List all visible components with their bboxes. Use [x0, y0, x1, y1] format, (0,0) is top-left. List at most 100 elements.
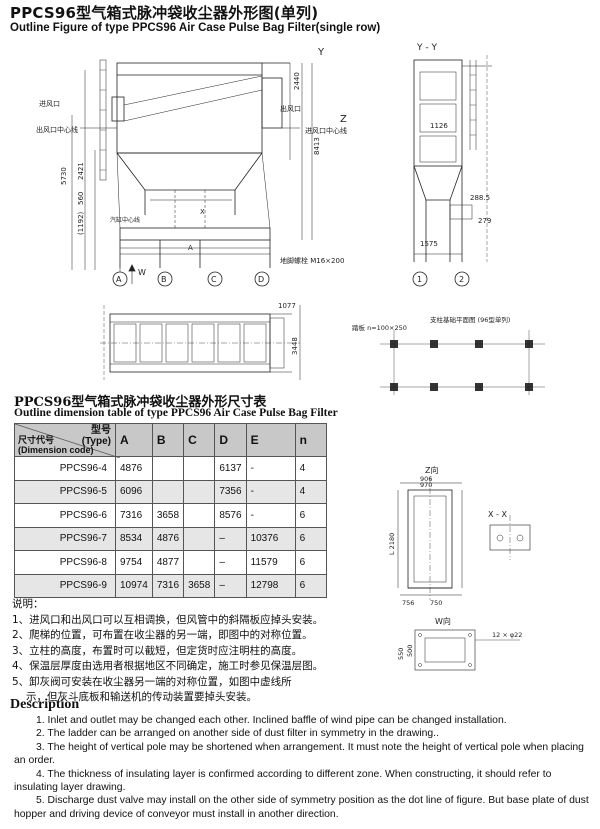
dim-5730: 5730: [60, 167, 68, 185]
description-item: 4. The thickness of insulating layer is …: [14, 768, 552, 794]
cell-d: 6137: [214, 456, 247, 481]
dim-500: 500: [406, 645, 414, 657]
table-row: PPCS96-9 10974 7316 3658 – 12798 6: [14, 573, 327, 598]
w-arrow-label: W: [138, 268, 146, 277]
corner-diagonal: [15, 424, 120, 458]
dim-2421: 2421: [77, 162, 85, 180]
z-view-title: Z向: [425, 465, 438, 475]
cell-a: 4876: [115, 456, 153, 481]
dim-1575: 1575: [420, 240, 438, 248]
corner-top-label: 型号(Type): [81, 425, 111, 447]
col-a: A: [116, 275, 122, 284]
label-a: A: [188, 244, 193, 252]
inlet-label: 进风口: [39, 100, 60, 108]
dim-2440: 2440: [293, 72, 301, 90]
col-header-c: C: [183, 423, 216, 457]
cell-c: [183, 456, 216, 481]
table-row: PPCS96-5 6096 7356 - 4: [14, 479, 327, 504]
corner-bottom-label: 尺寸代号(Dimension code): [18, 435, 94, 455]
cell-e: 12798: [245, 573, 296, 598]
cell-e: -: [245, 479, 296, 504]
col-1: 1: [417, 275, 422, 284]
dim-279: 279: [478, 217, 491, 225]
plan-view: [100, 305, 301, 380]
foundation-plan-title: 支柱基础平面图 (96型单列): [430, 315, 510, 324]
notes-cn-line: 1、进风口和出风口可以互相调换，但风管中的斜隔板应掉头安装。: [12, 613, 324, 626]
outlet-center-label: 出风口中心线: [36, 125, 78, 134]
ladder-flat-label: 踏板 n=100×250: [352, 323, 407, 332]
dim-1077: 1077: [278, 302, 296, 310]
w-view-detail: [414, 629, 520, 671]
detail-drawings: Z向 906 970 L 2180 756 750 X - X W向 12 × …: [388, 465, 531, 671]
front-elevation: [71, 59, 313, 287]
notes-cn-title: 说明：: [12, 598, 44, 610]
table-title-cn: PPCS96型气箱式脉冲袋收尘器外形尺寸表: [14, 395, 267, 410]
description-item: 1. Inlet and outlet may be changed each …: [36, 715, 507, 726]
cell-b: [151, 479, 185, 504]
dim-12x22: 12 × φ22: [492, 631, 522, 639]
table-row: PPCS96-8 9754 4877 – 11579 6: [14, 550, 327, 575]
dim-2180: L 2180: [388, 533, 396, 555]
cell-e: 11579: [245, 550, 296, 575]
cell-code: PPCS96-5: [14, 479, 116, 504]
cylinder-center-label: 汽缸中心线: [110, 216, 140, 224]
col-b: B: [161, 275, 167, 284]
view-z-label: Z: [340, 114, 347, 125]
description-item: 3. The height of vertical pole may be sh…: [14, 741, 584, 767]
dim-756: 756: [402, 599, 414, 607]
cell-d: –: [214, 550, 247, 575]
dim-1126: 1126: [430, 122, 448, 130]
col-d: D: [258, 275, 264, 284]
cell-n: 4: [294, 479, 327, 504]
cell-d: 8576: [214, 503, 247, 528]
xx-title: X - X: [488, 510, 507, 519]
table-row: PPCS96-7 8534 4876 – 10376 6: [14, 526, 327, 551]
w-view-title: W向: [435, 616, 451, 626]
cell-n: 6: [294, 573, 327, 598]
notes-cn-line: 示，但灰斗底板和输送机的传动装置要掉头安装。: [26, 691, 257, 703]
label-x: X: [200, 208, 205, 216]
description-item: 5. Discharge dust valve may install on t…: [14, 795, 589, 820]
cell-b: [151, 456, 185, 481]
cell-e: 10376: [245, 526, 296, 551]
side-elevation: [412, 55, 492, 287]
description-title: Description: [10, 697, 80, 712]
dim-3448: 3448: [291, 337, 299, 355]
table-title-en: Outline dimension table of type PPCS96 A…: [14, 407, 338, 419]
table-row: PPCS96-6 7316 3658 8576 - 6: [14, 503, 327, 528]
col-header-e: E: [245, 423, 296, 457]
cell-a: 8534: [115, 526, 153, 551]
cell-code: PPCS96-9: [14, 573, 116, 598]
cell-code: PPCS96-7: [14, 526, 116, 551]
cell-n: 6: [294, 503, 327, 528]
view-yy-label: Y - Y: [416, 43, 437, 53]
cell-code: PPCS96-6: [14, 503, 116, 528]
cell-c: 3658: [183, 573, 216, 598]
description-item: 2. The ladder can be arranged on another…: [36, 728, 439, 740]
col-header-a: A: [115, 423, 153, 457]
anchor-bolt-label: 地脚螺栓 M16×200: [280, 256, 344, 265]
cell-c: [183, 526, 216, 551]
page-title-cn: PPCS96型气箱式脉冲袋收尘器外形图(单列): [10, 4, 319, 22]
cell-d: –: [214, 526, 247, 551]
cell-n: 6: [294, 526, 327, 551]
cell-c: [183, 479, 216, 504]
dim-550: 550: [397, 648, 405, 660]
xx-section: [489, 515, 531, 560]
table-corner-header: 型号(Type) 尺寸代号(Dimension code): [14, 423, 120, 458]
notes-cn-line: 3、立柱的高度，布置时可以截短，但定货时应注明柱的高度。: [12, 644, 303, 657]
cell-b: 3658: [151, 503, 185, 528]
foundation-plan: [380, 330, 545, 395]
dim-8413: 8413: [313, 137, 321, 155]
col-header-n: n: [294, 423, 327, 457]
cell-c: [183, 503, 216, 528]
col-c: C: [211, 275, 217, 284]
dim-1192: (1192): [77, 211, 85, 235]
description-body: 1. Inlet and outlet may be changed each …: [14, 714, 594, 821]
col-2: 2: [459, 275, 464, 284]
cell-a: 9754: [115, 550, 153, 575]
cell-b: 4876: [151, 526, 185, 551]
dim-970: 970: [420, 481, 432, 489]
table-row: PPCS96-4 4876 6137 - 4: [14, 456, 327, 481]
cell-b: 4877: [151, 550, 185, 575]
